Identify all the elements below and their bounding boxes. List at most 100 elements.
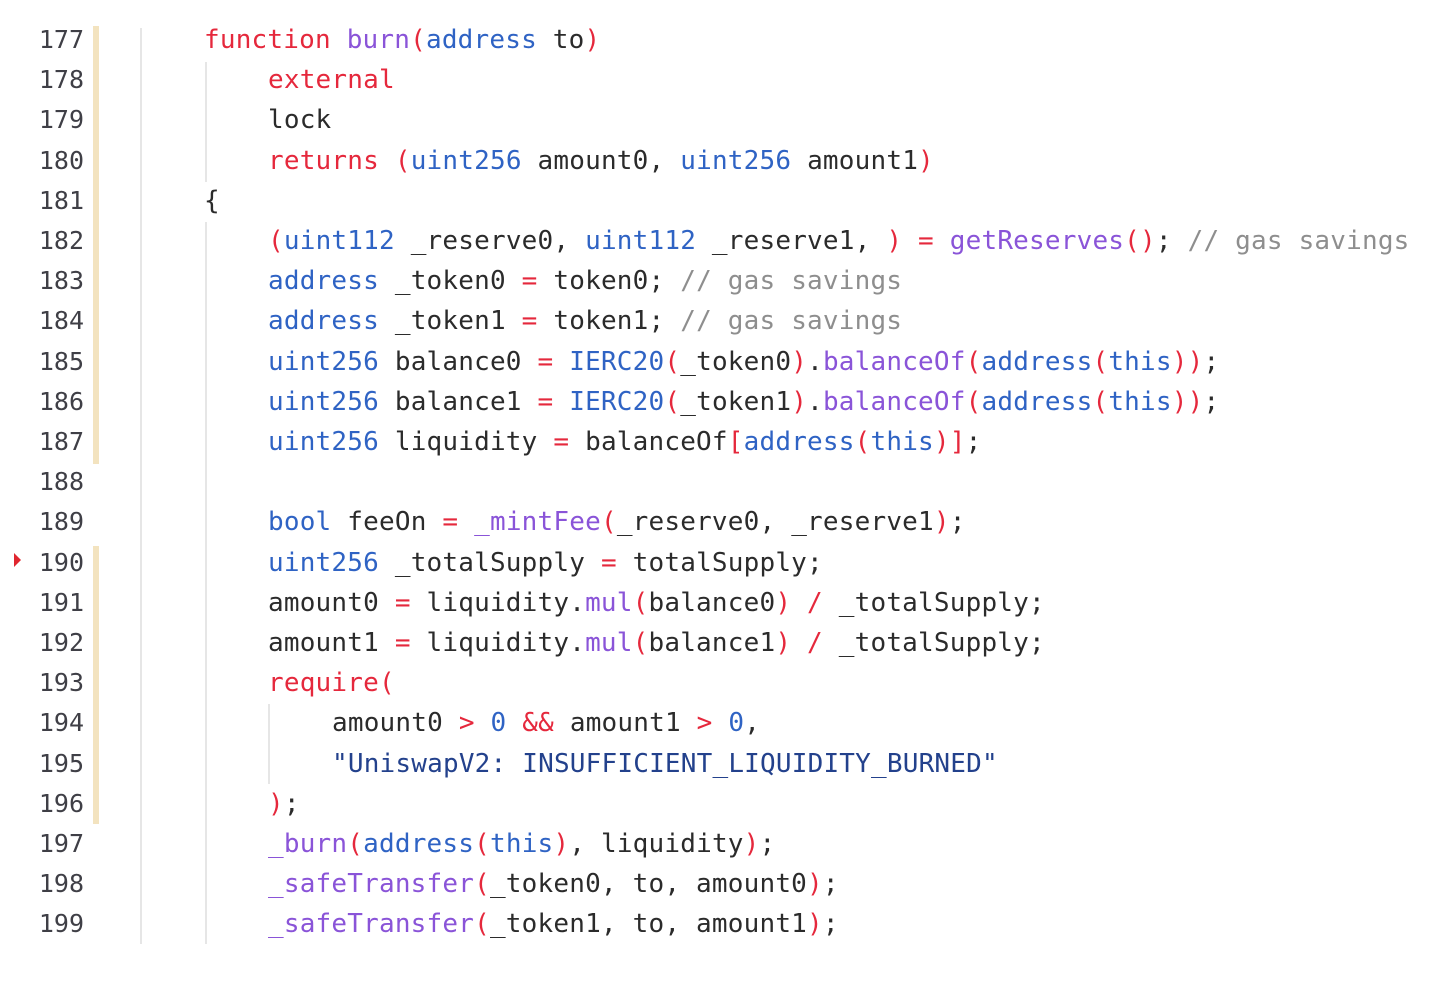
code-text[interactable]: amount0 > 0 && amount1 > 0, (332, 707, 760, 739)
code-text[interactable]: bool feeOn = _mintFee(_reserve0, _reserv… (268, 506, 966, 538)
line-number[interactable]: 191 (38, 587, 84, 617)
code-token: _safeTransfer (268, 869, 475, 900)
code-text[interactable]: amount0 = liquidity.mul(balance0) / _tot… (268, 587, 1045, 619)
code-text[interactable]: function burn(address to) (204, 24, 600, 56)
code-token: balance0 (648, 587, 776, 618)
code-token: ( (347, 829, 364, 859)
line-number[interactable]: 194 (38, 708, 84, 738)
line-number[interactable]: 188 (38, 467, 84, 497)
line-number[interactable]: 183 (38, 266, 84, 296)
code-text[interactable]: uint256 liquidity = balanceOf[address(th… (268, 426, 981, 458)
code-text[interactable]: amount1 = liquidity.mul(balance1) / _tot… (268, 627, 1045, 659)
code-token (791, 628, 807, 658)
code-token (506, 708, 522, 738)
code-token: mul (585, 628, 633, 658)
change-marker-bar (93, 546, 99, 824)
code-text[interactable]: external (268, 64, 395, 96)
code-text[interactable]: require( (268, 667, 395, 699)
code-text[interactable]: returns (uint256 amount0, uint256 amount… (268, 145, 934, 177)
indent-guide (205, 222, 207, 944)
code-token: balance0 (378, 346, 538, 377)
code-text[interactable]: _safeTransfer(_token0, to, amount0); (268, 868, 839, 900)
code-token: uint112 (585, 226, 697, 256)
code-token: [ (727, 427, 744, 457)
code-line[interactable]: 179 lock (0, 100, 1440, 140)
code-token: = (537, 386, 554, 417)
line-number[interactable]: 189 (38, 507, 84, 537)
code-text[interactable]: uint256 _totalSupply = totalSupply; (268, 547, 823, 579)
code-text[interactable]: "UniswapV2: INSUFFICIENT_LIQUIDITY_BURNE… (332, 748, 998, 780)
code-token (791, 588, 807, 618)
code-token: ) (553, 829, 570, 859)
line-number[interactable]: 177 (38, 25, 84, 54)
code-line[interactable]: 184 address _token1 = token1; // gas savi… (0, 301, 1440, 341)
line-number[interactable]: 184 (38, 306, 84, 336)
code-line[interactable]: 186 uint256 balance1 = IERC20(_token1).ba… (0, 382, 1440, 422)
code-text[interactable]: ); (268, 788, 300, 820)
code-line[interactable]: 187 uint256 liquidity = balanceOf[address… (0, 422, 1440, 462)
code-line[interactable]: 180 returns (uint256 amount0, uint256 amo… (0, 141, 1440, 181)
line-number[interactable]: 180 (38, 145, 84, 175)
code-line[interactable]: 191 amount0 = liquidity.mul(balance0) / _… (0, 583, 1440, 623)
line-number[interactable]: 197 (38, 829, 84, 858)
code-token: _token0 (680, 346, 792, 377)
code-text[interactable]: uint256 balance1 = IERC20(_token1).balan… (268, 386, 1219, 418)
code-text[interactable]: lock (268, 104, 331, 136)
code-line[interactable]: 183 address _token0 = token0; // gas savi… (0, 261, 1440, 301)
code-line[interactable]: 192 amount1 = liquidity.mul(balance1) / _… (0, 623, 1440, 663)
code-line[interactable]: 198 _safeTransfer(_token0, to, amount0); (0, 864, 1440, 904)
code-text[interactable]: address _token1 = token1; // gas savings (268, 305, 902, 337)
line-number[interactable]: 198 (38, 869, 84, 899)
code-token: uint256 (680, 145, 792, 176)
indent-guide (268, 704, 270, 784)
code-line[interactable]: 199 _safeTransfer(_token1, to, amount1); (0, 904, 1440, 944)
code-token: _safeTransfer (268, 909, 475, 940)
code-line[interactable]: 178 external (0, 60, 1440, 100)
code-token: _reserve0, (394, 226, 586, 256)
code-token: ) (791, 346, 808, 377)
line-number[interactable]: 195 (38, 748, 84, 778)
code-line[interactable]: 182 (uint112 _reserve0, uint112 _reserve1… (0, 221, 1440, 261)
code-token: function (204, 25, 331, 55)
code-token: ; (949, 507, 966, 538)
code-line[interactable]: 190 uint256 _totalSupply = totalSupply; (0, 543, 1440, 583)
line-number[interactable]: 193 (38, 668, 84, 698)
code-line[interactable]: 188 (0, 462, 1440, 502)
breakpoint-marker-icon[interactable] (14, 552, 21, 567)
line-number[interactable]: 199 (38, 909, 84, 939)
code-token (379, 146, 395, 176)
code-line[interactable]: 177 function burn(address to) (0, 20, 1440, 60)
code-line[interactable]: 193 require( (0, 663, 1440, 703)
code-token: uint256 (268, 547, 379, 578)
code-text[interactable]: _safeTransfer(_token1, to, amount1); (268, 908, 839, 940)
line-number[interactable]: 182 (38, 226, 84, 255)
line-number[interactable]: 181 (38, 185, 84, 215)
line-number[interactable]: 178 (38, 65, 84, 95)
line-number[interactable]: 187 (38, 427, 84, 456)
code-text[interactable]: address _token0 = token0; // gas savings (268, 265, 902, 297)
code-text[interactable]: { (204, 185, 220, 217)
line-number[interactable]: 185 (38, 346, 84, 376)
code-token: _token0 (378, 266, 522, 297)
code-token: amount0 (332, 708, 459, 739)
line-number[interactable]: 192 (38, 628, 84, 657)
code-token: _token1 (378, 306, 522, 337)
line-number[interactable]: 179 (38, 105, 84, 135)
code-line[interactable]: 195 "UniswapV2: INSUFFICIENT_LIQUIDITY_BU… (0, 744, 1440, 784)
code-token: = (521, 306, 538, 337)
code-line[interactable]: 196); (0, 784, 1440, 824)
code-text[interactable]: (uint112 _reserve0, uint112 _reserve1, )… (268, 225, 1410, 257)
code-text[interactable]: uint256 balance0 = IERC20(_token0).balan… (268, 346, 1219, 378)
code-line[interactable]: 189 bool feeOn = _mintFee(_reserve0, _res… (0, 502, 1440, 542)
line-number[interactable]: 186 (38, 386, 84, 416)
code-line[interactable]: 197 _burn(address(this), liquidity); (0, 824, 1440, 864)
line-number[interactable]: 190 (38, 547, 84, 577)
code-line[interactable]: 194 amount0 > 0 && amount1 > 0, (0, 703, 1440, 743)
code-line[interactable]: 181 { (0, 181, 1440, 221)
line-number[interactable]: 196 (38, 788, 84, 818)
code-token: ( (965, 346, 982, 377)
code-text[interactable]: _burn(address(this), liquidity); (268, 828, 775, 860)
code-token: = (442, 507, 459, 538)
